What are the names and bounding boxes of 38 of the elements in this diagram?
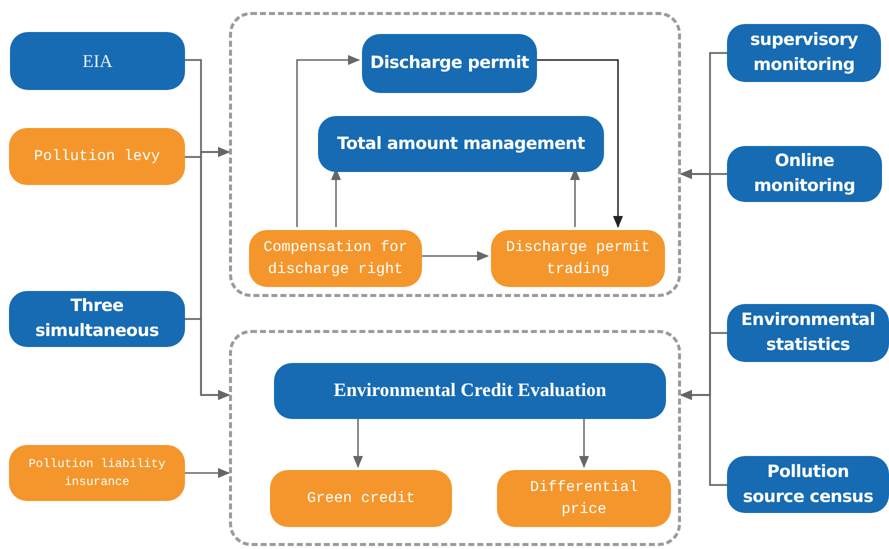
box-label: Discharge permit trading bbox=[504, 238, 652, 280]
box-label: Pollution levy bbox=[34, 146, 160, 166]
process-box bbox=[727, 456, 889, 513]
process-box bbox=[270, 470, 452, 527]
box-label: Pollution liability insurance bbox=[28, 456, 166, 491]
box-label: EIA bbox=[82, 50, 112, 72]
process-box bbox=[10, 32, 185, 90]
process-box bbox=[9, 128, 185, 185]
process-box bbox=[249, 230, 422, 287]
process-box bbox=[9, 291, 185, 347]
box-label: Total amount management bbox=[337, 132, 585, 156]
process-box bbox=[318, 116, 604, 172]
dashed-group-frame bbox=[229, 330, 681, 546]
arrow bbox=[185, 468, 230, 478]
process-box bbox=[727, 304, 889, 362]
arrow bbox=[296, 55, 360, 227]
process-box bbox=[362, 34, 537, 93]
arrow bbox=[185, 318, 230, 400]
box-label: Discharge permit bbox=[370, 52, 529, 75]
process-box bbox=[491, 230, 665, 287]
box-label: Online monitoring bbox=[752, 150, 856, 198]
arrow bbox=[579, 416, 589, 468]
process-box bbox=[727, 146, 882, 202]
box-label: Pollution source census bbox=[742, 460, 874, 508]
arrow bbox=[680, 390, 727, 486]
process-box bbox=[274, 363, 666, 419]
box-label: Differential price bbox=[528, 478, 640, 520]
box-label: Compensation for discharge right bbox=[262, 238, 409, 280]
box-label: Three simultaneous bbox=[34, 295, 160, 343]
box-label: supervisory monitoring bbox=[749, 29, 859, 77]
process-box bbox=[727, 24, 881, 82]
box-label: Environmental Credit Evaluation bbox=[334, 378, 606, 403]
process-box bbox=[9, 445, 185, 501]
arrow bbox=[353, 416, 363, 468]
box-label: Green credit bbox=[306, 488, 416, 508]
dashed-group-frame bbox=[229, 12, 681, 297]
process-box bbox=[497, 470, 671, 527]
box-label: Environmental statistics bbox=[740, 309, 876, 357]
